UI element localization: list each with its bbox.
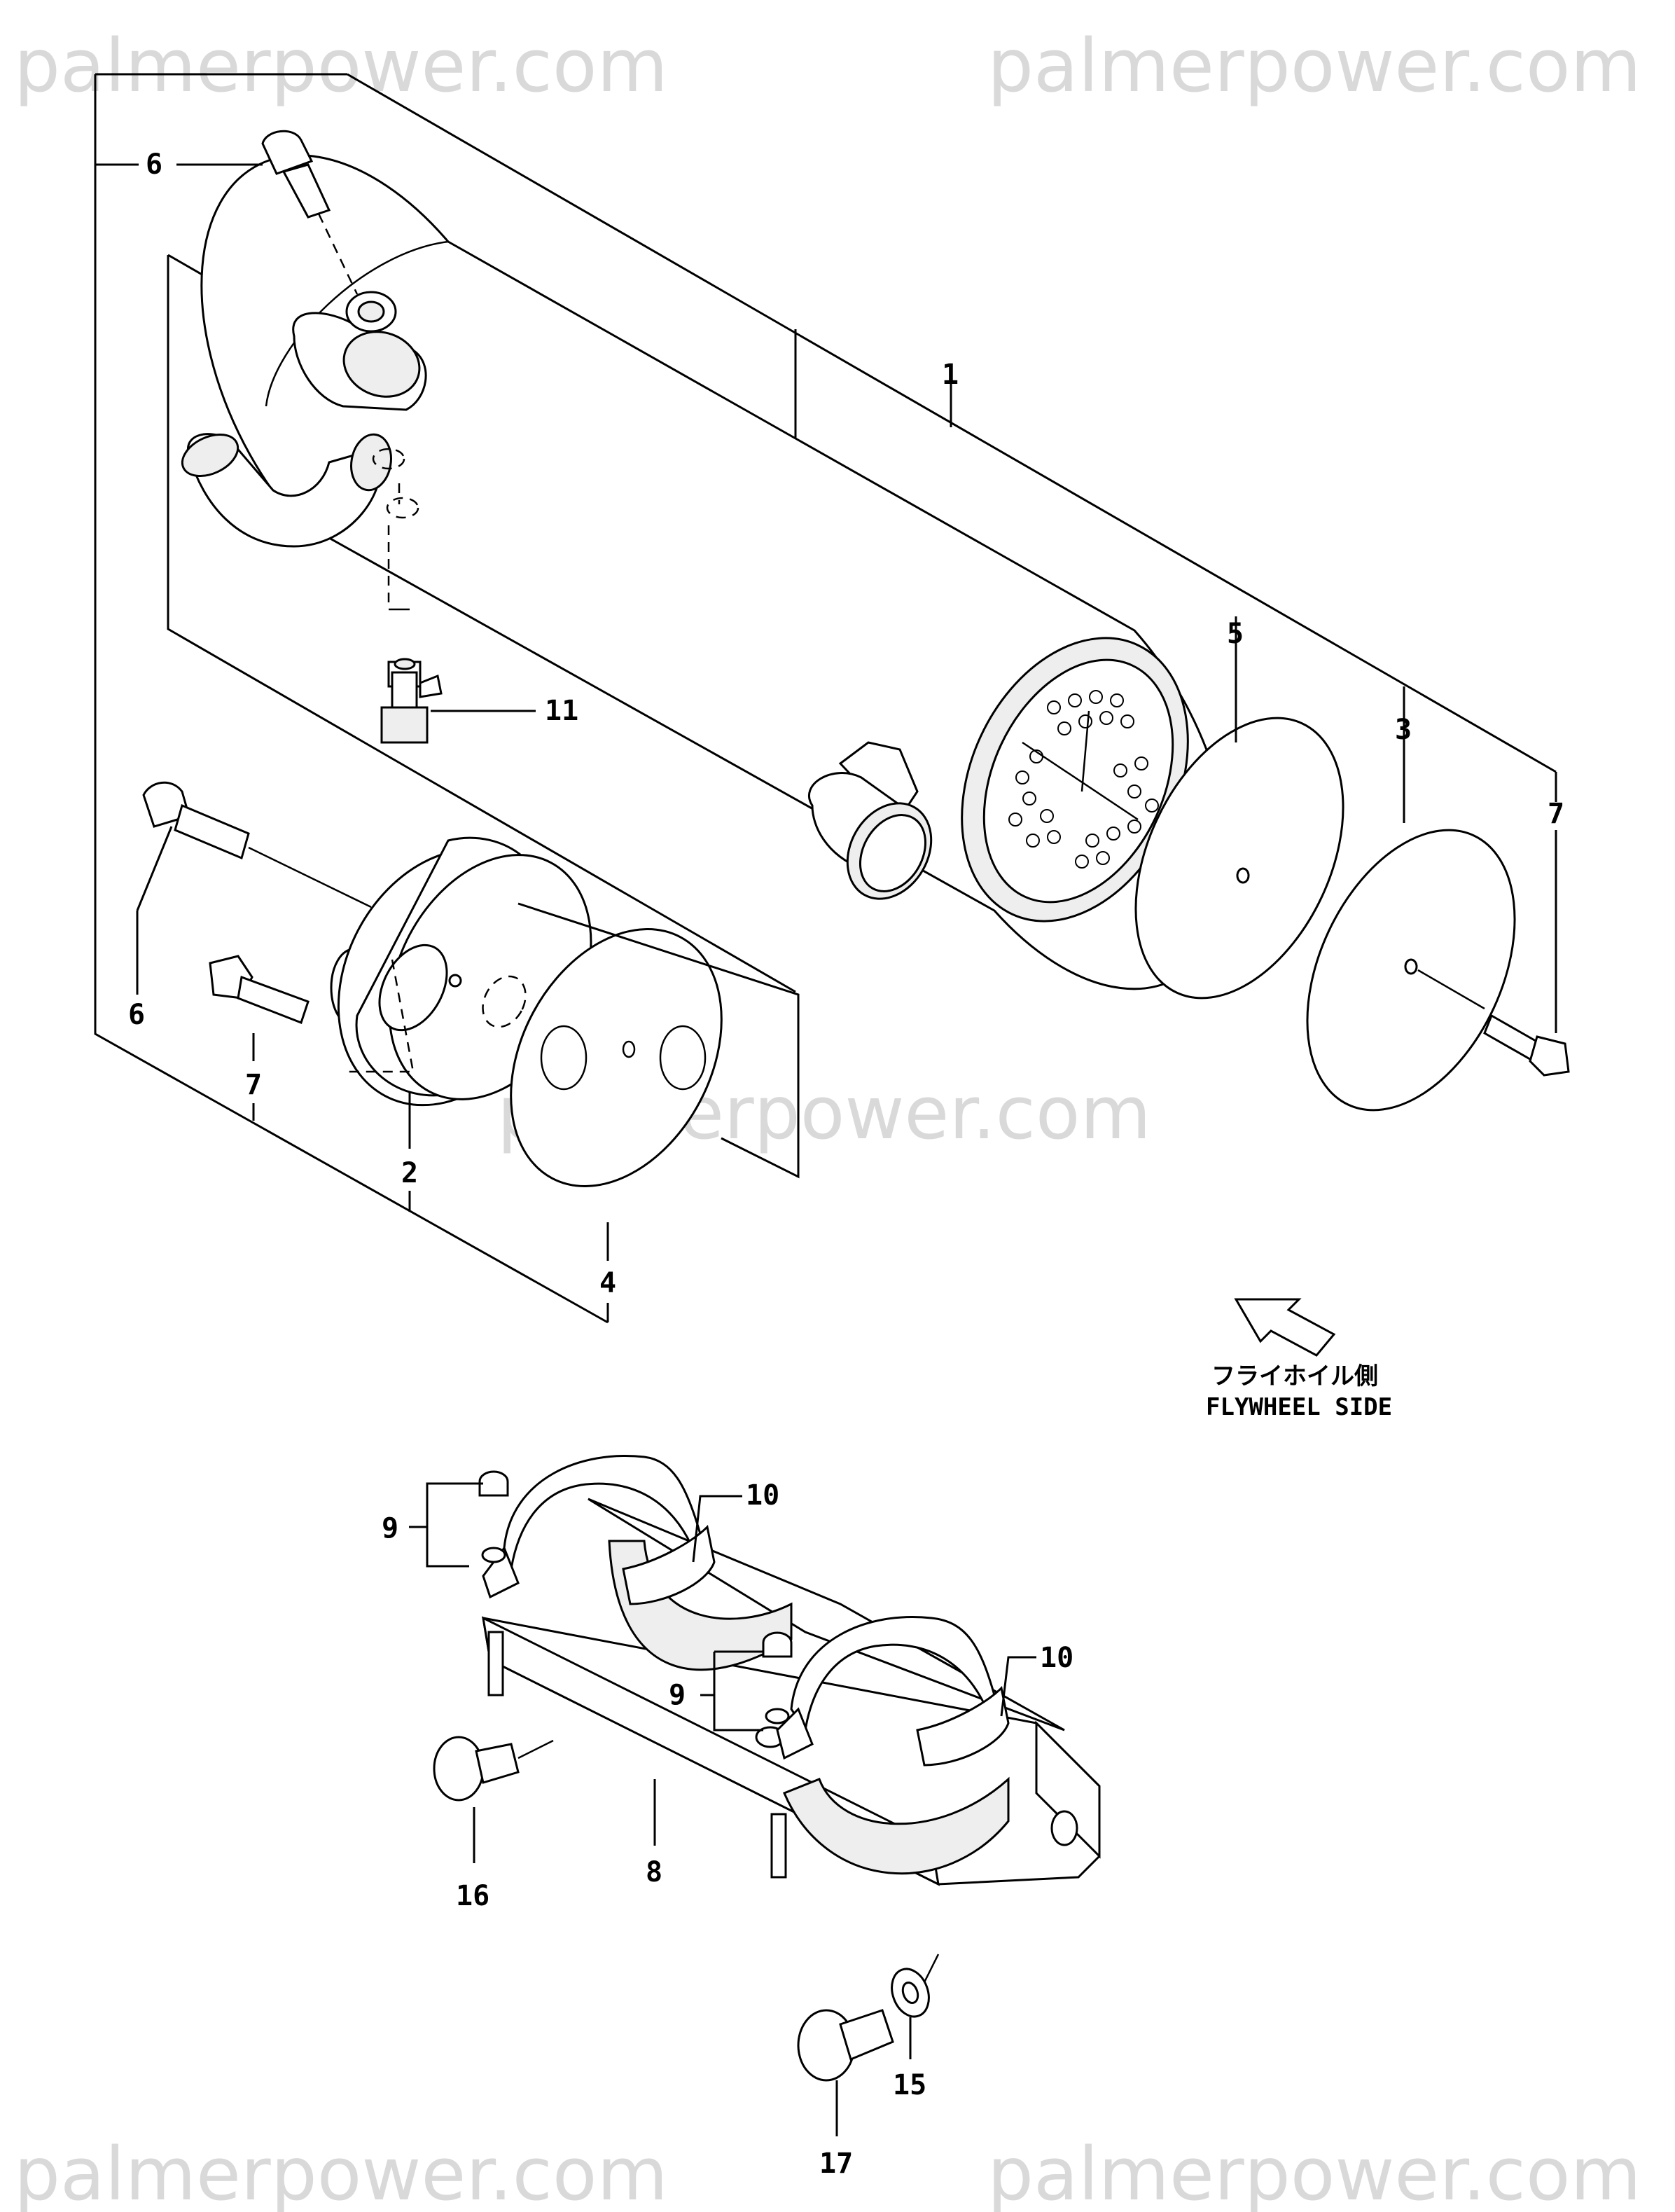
watermark-bottom-left: palmerpower.com bbox=[14, 2131, 668, 2212]
callout-3: 3 bbox=[1395, 714, 1412, 746]
watermark-bottom-right: palmerpower.com bbox=[987, 2131, 1641, 2212]
flywheel-direction-arrow bbox=[1234, 1298, 1336, 1357]
callout-9-left: 9 bbox=[382, 1512, 398, 1544]
gasket-4 bbox=[510, 902, 800, 1187]
drain-plug-top bbox=[261, 130, 359, 295]
bolt-right bbox=[1417, 969, 1570, 1077]
strap-left bbox=[482, 1455, 716, 1605]
leaders-bottom bbox=[409, 1482, 1036, 2136]
callout-6-top: 6 bbox=[146, 148, 162, 181]
nut-stud-left bbox=[478, 1470, 509, 1696]
watermark-top-right: palmerpower.com bbox=[987, 23, 1641, 109]
callout-7-right: 7 bbox=[1548, 798, 1564, 830]
callout-9-right: 9 bbox=[669, 1679, 686, 1711]
mounting-bracket bbox=[482, 1498, 1101, 1886]
callout-8: 8 bbox=[646, 1856, 662, 1888]
bolt-17 bbox=[797, 2009, 894, 2082]
flywheel-label-en: FLYWHEEL SIDE bbox=[1206, 1393, 1392, 1421]
flywheel-label-jp: フライホイル側 bbox=[1211, 1362, 1378, 1390]
callout-10-right: 10 bbox=[1040, 1642, 1073, 1674]
muffler-body bbox=[167, 154, 1230, 993]
callout-4: 4 bbox=[599, 1267, 616, 1299]
callout-1: 1 bbox=[942, 359, 959, 391]
callout-2: 2 bbox=[401, 1157, 418, 1189]
callout-6-lower: 6 bbox=[128, 999, 145, 1031]
callout-17: 17 bbox=[819, 2148, 853, 2180]
nut-stud-right bbox=[762, 1631, 793, 1879]
bolt-16 bbox=[433, 1736, 554, 1802]
arrow-icon bbox=[1234, 1298, 1336, 1357]
callout-15: 15 bbox=[893, 2069, 926, 2101]
gasket-5 bbox=[1134, 717, 1344, 1000]
callout-11: 11 bbox=[545, 695, 578, 727]
drain-cock bbox=[372, 448, 443, 744]
callout-5: 5 bbox=[1227, 618, 1244, 650]
washer-15 bbox=[891, 1954, 940, 2018]
bolt-6-lower bbox=[142, 781, 372, 908]
callout-7-lower: 7 bbox=[245, 1069, 262, 1101]
watermark-top-left: palmerpower.com bbox=[14, 23, 668, 109]
leaders-top bbox=[95, 163, 1557, 1261]
bolt-7-lower bbox=[209, 955, 310, 1024]
callout-16: 16 bbox=[456, 1880, 489, 1912]
callout-10-left: 10 bbox=[746, 1479, 779, 1512]
